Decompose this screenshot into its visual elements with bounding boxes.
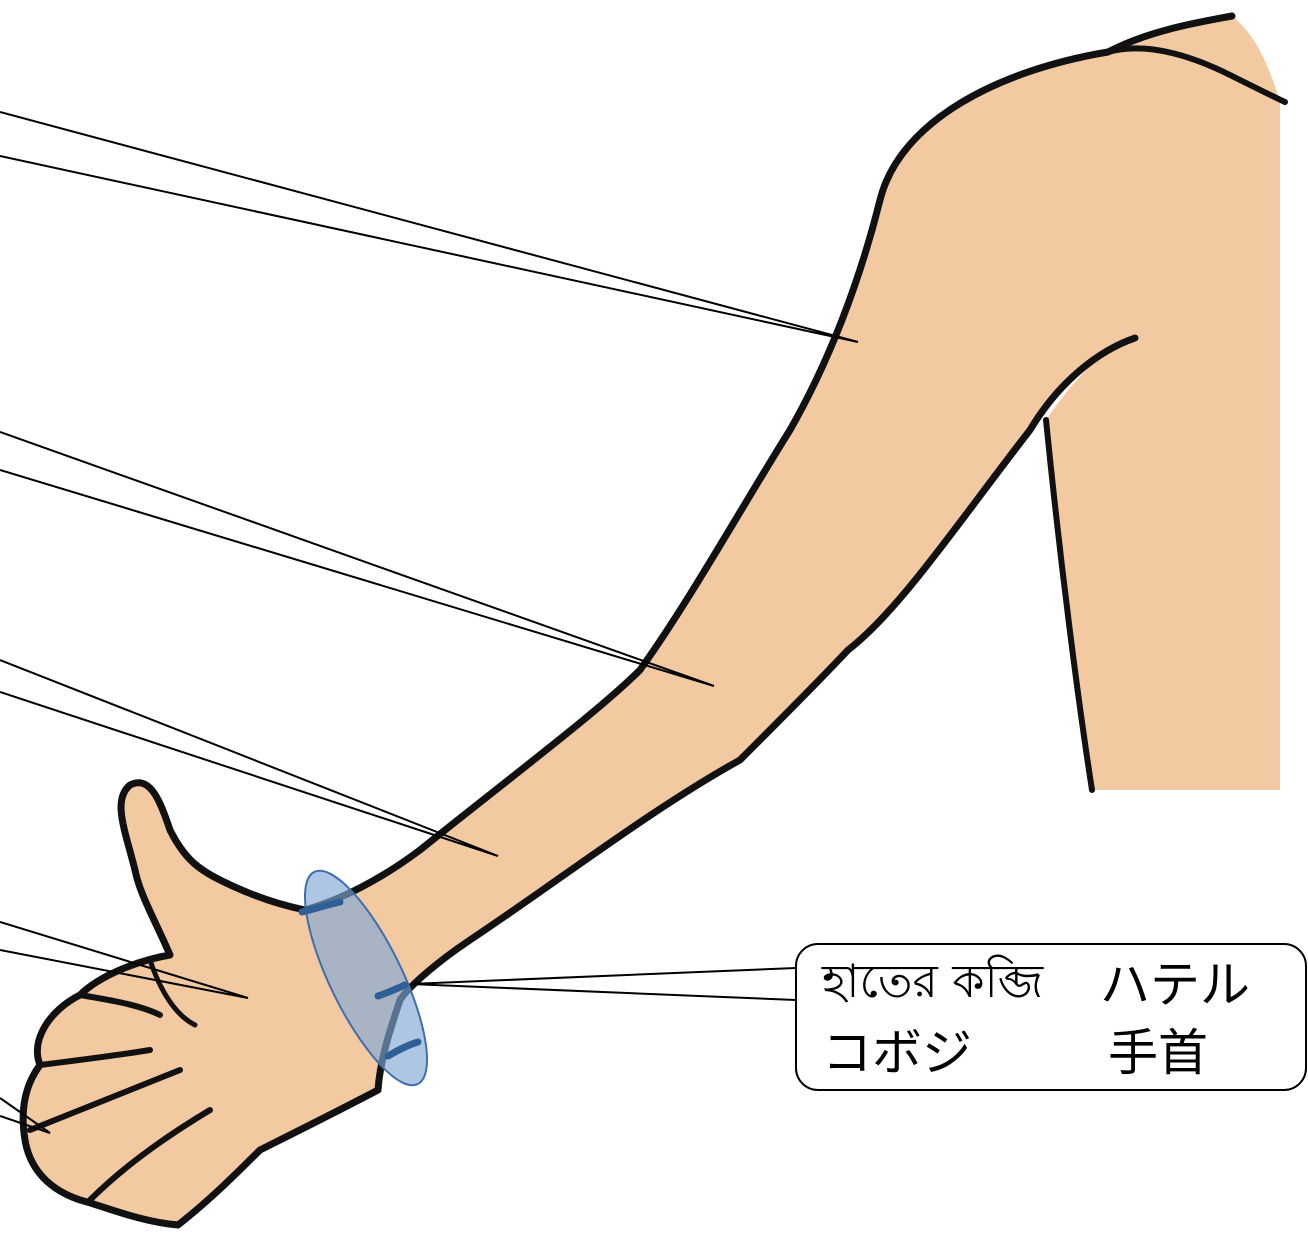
label-wrist-japanese-2: コボジ bbox=[822, 1028, 972, 1078]
leader-forearm bbox=[0, 660, 498, 856]
label-wrist-japanese-1: ハテル bbox=[1100, 960, 1250, 1010]
leader-upper-arm bbox=[0, 112, 858, 342]
leader-elbow bbox=[0, 432, 714, 686]
callout-pointer bbox=[410, 968, 796, 1000]
label-wrist-bengali: হাতের কব্জি bbox=[822, 958, 1043, 1004]
label-wrist-kanji: 手首 bbox=[1108, 1028, 1208, 1078]
